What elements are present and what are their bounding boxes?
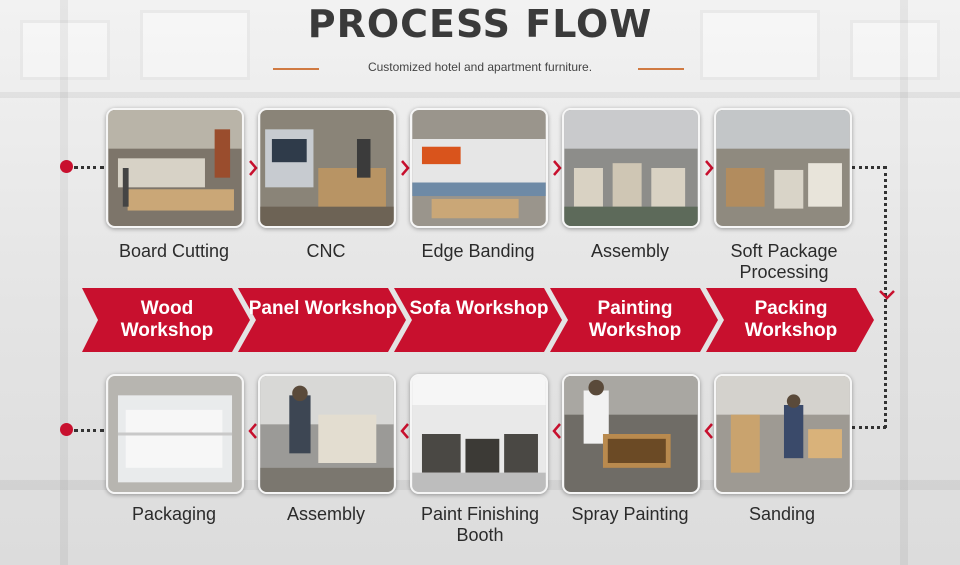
chevron-right-icon	[400, 160, 410, 176]
photo-paint-finishing-booth	[410, 374, 548, 494]
chevron-left-icon	[552, 423, 562, 439]
chevron-left-icon	[400, 423, 410, 439]
flow-start-line	[74, 166, 104, 169]
workshop-ribbon: Wood Workshop Panel Workshop Sofa Worksh…	[82, 288, 874, 352]
chevron-down-icon	[879, 290, 895, 300]
step-label-sanding: Sanding	[748, 504, 816, 524]
photo-board-cutting	[106, 108, 244, 228]
subtitle: Customized hotel and apartment furniture…	[367, 60, 593, 74]
workshop-painting: Painting Workshop	[588, 298, 682, 341]
step-label-edge-banding: Edge Banding	[421, 241, 535, 261]
chevron-right-icon	[704, 160, 714, 176]
photo-packaging	[106, 374, 244, 494]
flow-start-dot	[60, 160, 73, 173]
step-label-soft-package: Soft Package Processing	[730, 241, 838, 282]
step-label-spray-painting: Spray Painting	[571, 504, 689, 524]
step-label-assembly-top: Assembly	[590, 241, 670, 261]
step-label-paint-finishing-booth: Paint Finishing Booth	[420, 504, 540, 545]
flow-right-line-top	[852, 166, 886, 169]
workshop-panel: Panel Workshop	[248, 298, 398, 319]
photo-soft-package	[714, 108, 852, 228]
chevron-right-icon	[248, 160, 258, 176]
step-label-assembly-bottom: Assembly	[286, 504, 366, 524]
photo-edge-banding	[410, 108, 548, 228]
step-label-board-cutting: Board Cutting	[118, 241, 230, 261]
photo-assembly-top	[562, 108, 700, 228]
page-title: PROCESS FLOW	[307, 2, 653, 46]
subtitle-line-left	[273, 68, 319, 70]
flow-end-line	[74, 429, 104, 432]
workshop-sofa: Sofa Workshop	[409, 298, 549, 319]
photo-spray-painting	[562, 374, 700, 494]
step-label-cnc: CNC	[306, 241, 346, 261]
step-label-packaging: Packaging	[131, 504, 217, 524]
chevron-left-icon	[248, 423, 258, 439]
flow-end-dot	[60, 423, 73, 436]
photo-assembly-bottom	[258, 374, 396, 494]
photo-cnc	[258, 108, 396, 228]
subtitle-row: Customized hotel and apartment furniture…	[0, 58, 960, 78]
subtitle-line-right	[638, 68, 684, 70]
chevron-right-icon	[552, 160, 562, 176]
workshop-packing: Packing Workshop	[744, 298, 838, 341]
flow-right-line-bottom	[852, 426, 886, 429]
workshop-wood: Wood Workshop	[120, 298, 214, 341]
chevron-left-icon	[704, 423, 714, 439]
photo-sanding	[714, 374, 852, 494]
